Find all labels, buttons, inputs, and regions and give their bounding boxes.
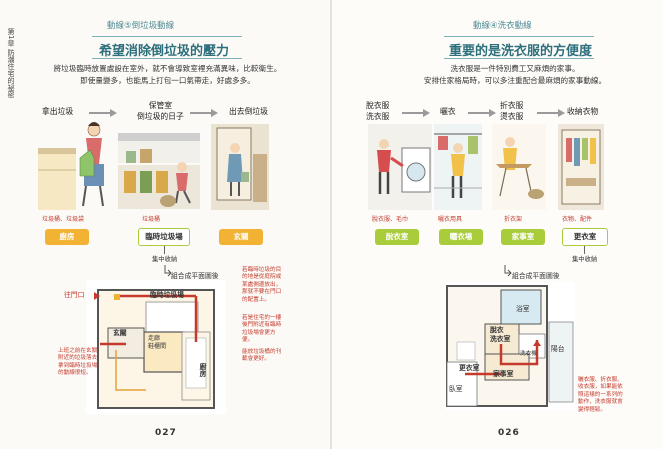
plan-label-backdoor: 往門口 [64, 291, 85, 299]
step-go-dump-trash: 出去倒垃圾 [229, 107, 268, 116]
concentrate-arrow [164, 246, 165, 254]
plan-label-washer: 洗衣機 [520, 351, 537, 357]
note-backdoor: 若是住宅的一樓後門附近有臨時垃圾場會更方便。 [242, 315, 282, 344]
room-closet: 更衣室 [562, 228, 608, 246]
headline-rule-top [92, 36, 242, 37]
intro-text-right: 洗衣服是一件特別費工又麻煩的家事。 安排住家格局時，可以多注重配合最麻煩的家事動… [400, 63, 630, 87]
step-arrow-1 [89, 109, 117, 117]
intro-line-1: 將垃圾臨時放置處設在室外，就不會導致室裡充滿異味，比較衛生。 [53, 64, 282, 73]
page-number-left: 027 [155, 428, 177, 438]
plan-title-arrow-icon-right [504, 265, 512, 277]
step-arrow-r1 [402, 109, 430, 117]
closet-illustration [558, 124, 604, 210]
section-label: 動線⑤倒垃圾動線 [107, 21, 175, 31]
folding-illustration [492, 124, 546, 210]
plan-label-balcony: 陽台 [551, 345, 565, 353]
chapter-side-tab-text: 第1章 防潮住宅的祕密 [7, 28, 15, 98]
left-page: 第1章 防潮住宅的祕密 動線⑤倒垃圾動線 希望消除倒垃圾的壓力 將垃圾臨時放置處… [0, 0, 330, 449]
plan-label-hall: 走廊 鞋櫃間 [148, 335, 167, 350]
step-arrow-r3 [537, 109, 565, 117]
plan-label-closet: 更衣室 [459, 364, 480, 372]
step-fold-iron: 折衣服 燙衣服 [500, 101, 524, 121]
plan-title-arrow-icon [164, 265, 172, 277]
intro-line-2-right: 安排住家格局時，可以多注重配合最麻煩的家事動線。 [423, 76, 607, 85]
plan-label-dressing: 脫衣 洗衣室 [490, 326, 511, 343]
step-arrow-r2 [468, 109, 496, 117]
step-storage-room: 保管室 倒垃圾的日子 [137, 101, 184, 121]
concentrate-label-right: 集中收納 [572, 256, 598, 263]
hanging-illustration [434, 124, 482, 210]
caption-folding-items: 折衣架 [504, 216, 523, 223]
step-take-out-trash: 拿出垃圾 [42, 107, 74, 116]
step-store-clothes: 收納衣物 [567, 107, 599, 116]
plan-label-bath: 浴室 [516, 305, 530, 313]
note-short-route: 上班之前在玄關附近的垃圾落去拿到臨時垃圾場的動線很短。 [58, 348, 98, 377]
trash-storage-illustration [118, 133, 200, 209]
note-laundry-flow: 曬衣服、折衣服、收衣服，如果能依照這樣的一系列的動作，洗衣服就會變得輕鬆。 [578, 377, 623, 413]
intro-line-1-right: 洗衣服是一件特別費工又麻煩的家事。 [450, 64, 580, 73]
plan-label-temp-yard: 臨時垃圾場 [150, 291, 184, 299]
concentrate-arrow-right [584, 246, 585, 254]
room-drying: 曬衣場 [439, 229, 483, 245]
page-headline: 希望消除倒垃圾的壓力 [99, 44, 230, 59]
room-temp-trash-yard: 臨時垃圾場 [138, 228, 190, 246]
note-yard-location: 若臨時垃圾的目的地是從庭院或某處側邊放出，那就不要在門口的配置上。 [242, 267, 282, 303]
caption-kitchen-items: 垃圾桶、垃圾袋 [42, 216, 85, 223]
concentrate-label: 集中收納 [152, 256, 178, 263]
right-floor-plan [445, 282, 575, 410]
step-hang-dry: 曬衣 [440, 107, 456, 116]
headline-rule-top-right [444, 36, 594, 37]
right-page: 動線④洗衣動線 重要的是洗衣服的方便度 洗衣服是一件特別費工又麻煩的家事。 安排… [332, 0, 663, 449]
intro-text: 將垃圾臨時放置處設在室外，就不會導致室裡充滿異味，比較衛生。 即使量變多，也能馬… [40, 63, 295, 87]
room-entry: 玄關 [219, 229, 263, 245]
washing-illustration [368, 124, 432, 210]
headline-rule-bottom [92, 58, 242, 59]
room-dressing: 脫衣室 [375, 229, 419, 245]
chapter-side-tab: 第1章 防潮住宅的祕密 [4, 28, 17, 101]
plan-title: 組合成平面圖後 [171, 272, 219, 280]
plan-label-entry: 玄關 [113, 329, 127, 337]
entrance-illustration [211, 124, 269, 210]
caption-hanging-items: 曬衣用具 [438, 216, 463, 223]
plan-label-bedroom: 臥室 [449, 385, 463, 393]
caption-undress-items: 脫衣服、毛巾 [372, 216, 409, 223]
step-undress-wash: 脫衣服 洗衣服 [366, 101, 390, 121]
plan-label-kitchen: 廚房 [198, 363, 206, 377]
note-bin-space: 能放垃圾桶的刊載會更好。 [242, 349, 282, 363]
caption-closet-items: 衣物、配件 [562, 216, 593, 223]
section-label-right: 動線④洗衣動線 [473, 21, 532, 31]
room-kitchen: 廚房 [45, 229, 89, 245]
room-chore: 家事室 [501, 229, 545, 245]
plan-label-chore: 家事室 [493, 370, 514, 378]
step-arrow-2 [190, 109, 218, 117]
caption-storage-items: 垃圾桶 [142, 216, 161, 223]
left-floor-plan [86, 280, 226, 414]
headline-rule-bottom-right [444, 58, 594, 59]
kitchen-illustration [38, 122, 104, 210]
plan-title-right: 組合成平面圖後 [512, 272, 560, 280]
book-spine [330, 0, 332, 449]
page-headline-right: 重要的是洗衣服的方便度 [449, 44, 593, 59]
page-number-right: 026 [498, 428, 520, 438]
intro-line-2: 即使量變多，也能馬上打包一口氣帶走，好處多多。 [80, 76, 255, 85]
